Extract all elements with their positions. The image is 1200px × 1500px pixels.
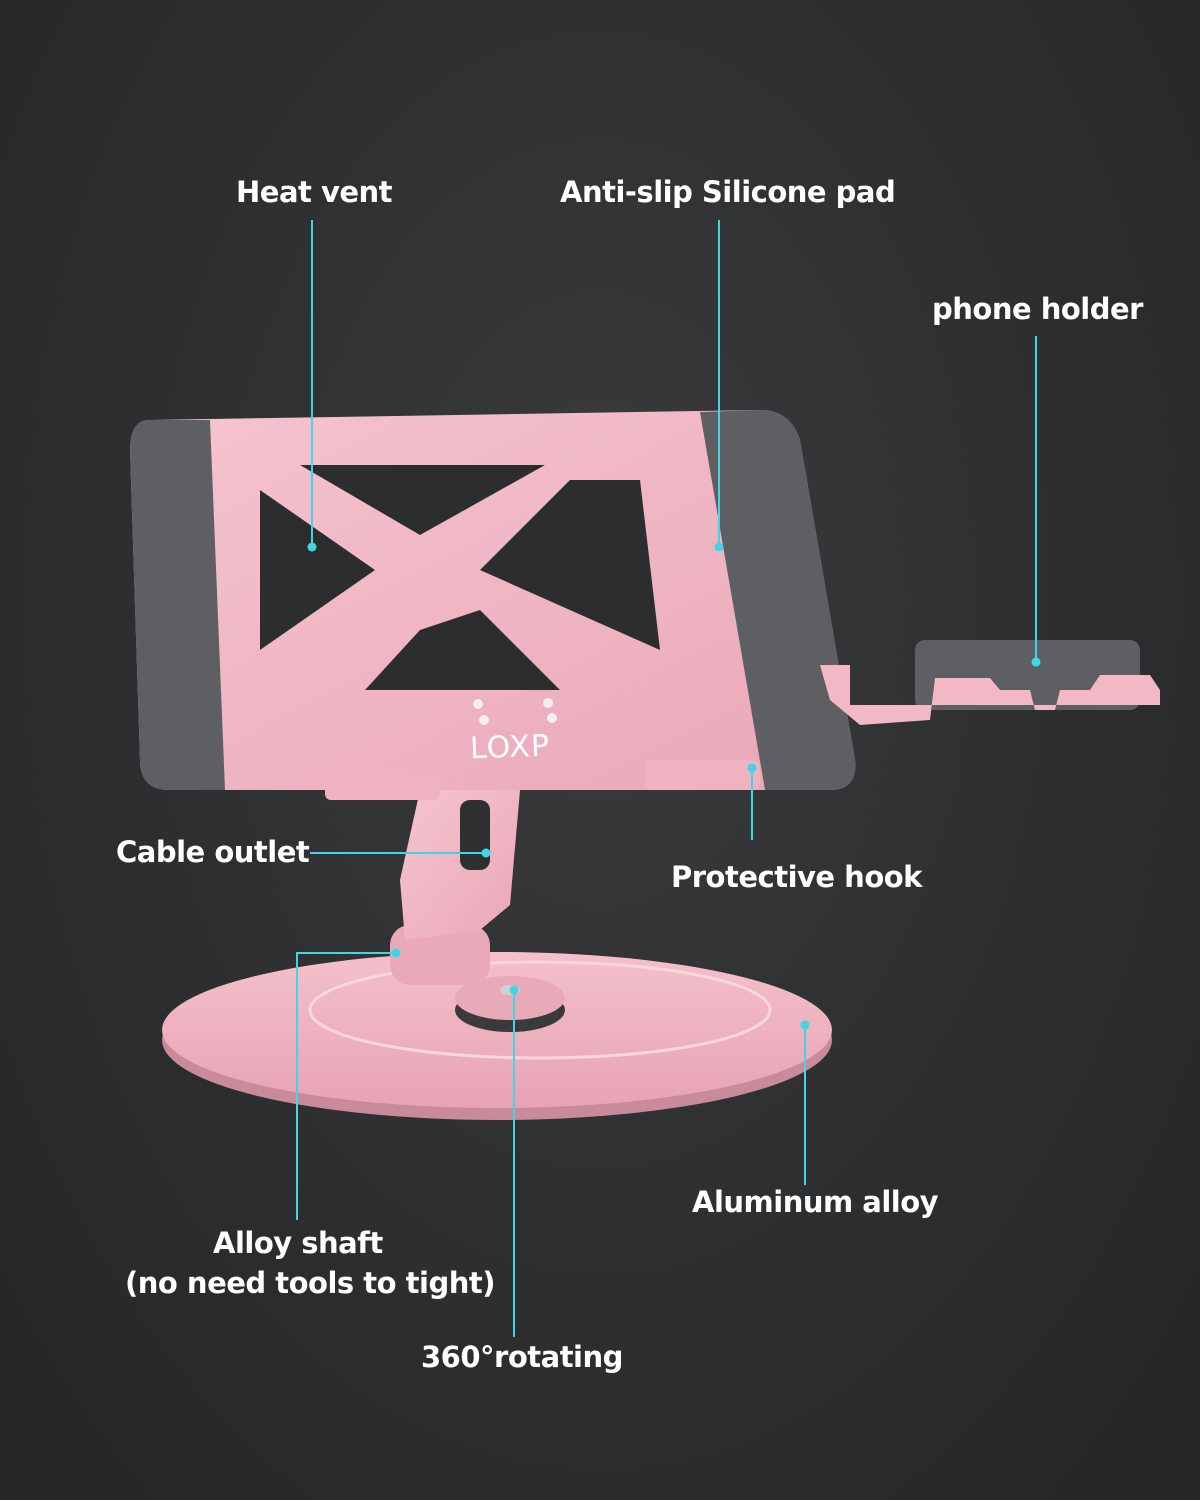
callout-line	[310, 852, 486, 854]
callout-line	[297, 952, 397, 954]
callout-dot	[747, 763, 757, 773]
callout-heat-vent: Heat vent	[236, 175, 393, 209]
callout-dot	[714, 542, 724, 552]
callout-line	[804, 1025, 806, 1185]
callout-protective-hook: Protective hook	[671, 860, 922, 894]
callout-alloy-shaft-note: (no need tools to tight)	[125, 1266, 495, 1300]
callout-line	[296, 952, 298, 1220]
callout-anti-slip-pad: Anti-slip Silicone pad	[560, 175, 896, 209]
brand-logo: LOXP	[469, 728, 551, 767]
callout-line	[311, 220, 313, 547]
callout-360-rotating: 360°rotating	[421, 1340, 623, 1374]
callout-dot	[1031, 657, 1041, 667]
callout-alloy-shaft: Alloy shaft	[213, 1226, 383, 1260]
callout-aluminum-alloy: Aluminum alloy	[692, 1185, 939, 1219]
callout-line	[751, 768, 753, 840]
callout-line	[718, 220, 720, 547]
callout-phone-holder: phone holder	[932, 292, 1143, 326]
callout-dot	[481, 848, 491, 858]
callout-cable-outlet: Cable outlet	[116, 835, 310, 869]
callout-line	[1035, 336, 1037, 662]
callout-line	[513, 990, 515, 1337]
callout-dot	[307, 542, 317, 552]
